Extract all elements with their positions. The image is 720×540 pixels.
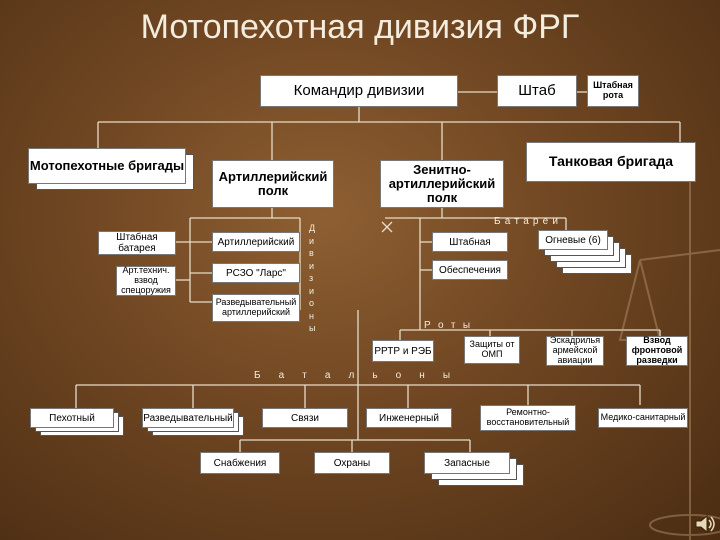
recon-platoon-box: Взвод фронтовой разведки [626, 335, 688, 366]
engineer-battalion-box: Инженерный [366, 408, 452, 428]
recon-battalion-box: Разведывательный [142, 408, 234, 428]
infantry-battalion-box: Пехотный [30, 408, 114, 428]
guard-battalion-box: Охраны [314, 452, 390, 474]
divizion-artillery-box: Артиллерийский [212, 232, 300, 252]
medical-battalion-box: Медико-санитарный [598, 408, 688, 428]
staff-box: Штаб [497, 75, 577, 107]
company-wmd-box: Защиты от ОМП [464, 336, 520, 364]
divizion-recon-box: Разведывательный артиллерийский [212, 294, 300, 322]
reserve-battalions-stack: Запасные [424, 452, 528, 486]
speaker-icon[interactable] [694, 512, 716, 536]
supply-battalion-box: Снабжения [200, 452, 280, 474]
aa-regiment-box: Зенитно-артиллерийский полк [380, 160, 504, 208]
page-title: Мотопехотная дивизия ФРГ [140, 8, 580, 46]
divizion-mlrs-box: РСЗО "Ларс" [212, 263, 300, 283]
commander-box: Командир дивизии [260, 75, 458, 107]
staff-battery-box: Штабная батарея [98, 231, 176, 255]
aviation-squadron-box: Эскадрилья армейской авиации [546, 335, 604, 366]
motor-brigades-stack: Мотопехотные бригады [28, 148, 196, 190]
recon-battalion-stack: Разведывательный [142, 408, 246, 436]
company-rrtr-box: РРТР и РЭБ [372, 340, 434, 362]
fire-batteries-stack: Огневые (6) [538, 230, 634, 274]
signals-battalion-box: Связи [262, 408, 348, 428]
motor-brigades-box: Мотопехотные бригады [28, 148, 186, 184]
artillery-regiment-box: Артиллерийский полк [212, 160, 334, 208]
battery-support-box: Обеспечения [432, 260, 508, 280]
repair-battalion-box: Ремонтно-восстановительный [480, 405, 576, 431]
arttech-platoon-box: Арт.технич. взвод спецоружия [116, 265, 176, 296]
fire-batteries-box: Огневые (6) [538, 230, 608, 250]
battery-staff-box: Штабная [432, 232, 508, 252]
infantry-stack: Пехотный [30, 408, 126, 436]
reserve-battalions-box: Запасные [424, 452, 510, 474]
tank-brigade-box: Танковая бригада [526, 142, 696, 182]
staff-company-box: Штабная рота [587, 75, 639, 107]
